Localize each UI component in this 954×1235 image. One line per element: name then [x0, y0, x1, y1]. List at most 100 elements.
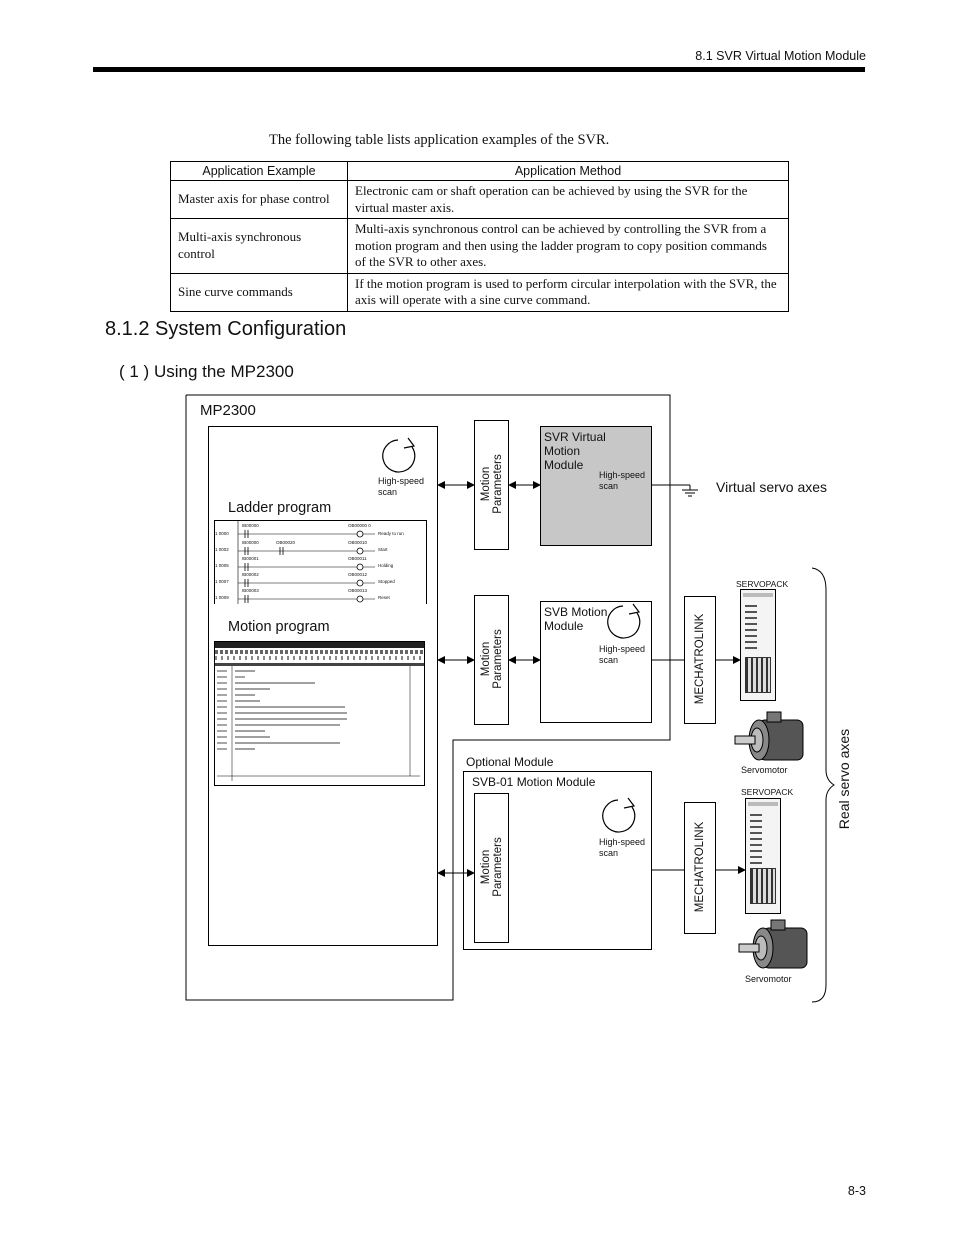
servopack-terminals — [745, 657, 771, 693]
ladder-coil: OB00011 — [348, 556, 367, 561]
ladder-coil: OB00012 — [348, 572, 368, 577]
svb-module-label: SVB Motion Module — [544, 605, 607, 633]
mp2300-label: MP2300 — [200, 402, 256, 419]
ladder-step: 1 0007 — [215, 579, 229, 584]
servopack-terminals — [750, 868, 776, 904]
section-title: 8.1.2 System Configuration — [105, 318, 347, 340]
servopack-label: SERVOPACK — [741, 787, 794, 797]
table-cell-example: Multi-axis synchronous control — [170, 218, 348, 274]
scan-cycle-icon — [602, 797, 636, 833]
svb-motion-module — [540, 601, 652, 723]
servomotor-image — [738, 919, 808, 969]
ladder-contact: IB00001 — [242, 556, 259, 561]
scan-label-line: scan — [599, 848, 619, 858]
ladder-contact: OB00020 — [276, 540, 296, 545]
label-line: Motion — [480, 641, 492, 677]
label-line: Parameters — [492, 629, 504, 689]
servopack-unit — [740, 589, 776, 701]
subsection-title: ( 1 ) Using the MP2300 — [119, 362, 294, 381]
label-line: SVR Virtual — [544, 430, 606, 444]
motion-program-screenshot — [214, 641, 425, 786]
header-rule — [93, 67, 865, 72]
servopack-nameplate — [743, 593, 773, 597]
servopack-unit — [745, 798, 781, 914]
screenshot-toolbar — [215, 656, 424, 660]
ladder-step: 1 0005 — [215, 563, 229, 568]
mechatrolink-box — [684, 802, 716, 934]
table-row: Multi-axis synchronous control Multi-axi… — [170, 218, 789, 274]
optional-module-label: Optional Module — [466, 755, 554, 769]
motion-parameters-box-svb — [474, 595, 509, 725]
label-line: Motion — [480, 466, 492, 502]
program-listing — [217, 666, 420, 781]
servopack-indicators — [745, 605, 757, 653]
ladder-contact: IB00002 — [242, 572, 259, 577]
motion-program-label: Motion program — [228, 619, 330, 635]
ladder-comment: Stopped — [378, 579, 395, 584]
ladder-comment: Ready to run — [378, 531, 404, 536]
table-cell-method: Electronic cam or shaft operation can be… — [347, 180, 789, 219]
ladder-diagram — [237, 521, 375, 604]
servopack-label: SERVOPACK — [736, 579, 789, 589]
servomotor-label: Servomotor — [741, 765, 788, 775]
ladder-step: 1 0000 — [215, 531, 229, 536]
ladder-step: 1 0009 — [215, 595, 229, 600]
high-speed-scan-label: High-speed scan — [599, 470, 645, 492]
servomotor-image — [734, 711, 804, 761]
scan-label-line: High-speed — [378, 476, 425, 486]
svr-virtual-motion-module — [540, 426, 652, 546]
label-line: Motion — [480, 849, 492, 885]
ladder-coil: OB00010 — [348, 540, 368, 545]
table-header-cell: Application Method — [347, 161, 789, 181]
high-speed-scan-label: High-speed scan — [599, 837, 645, 859]
scan-label-line: High-speed — [599, 644, 646, 654]
ladder-comment: Reset — [378, 595, 390, 600]
svb01-motion-module — [463, 771, 652, 950]
motion-parameters-label: Motion Parameters — [480, 802, 504, 932]
table-row: Master axis for phase control Electronic… — [170, 180, 789, 219]
application-table: Application Example Application Method M… — [170, 161, 789, 312]
high-speed-scan-label: High-speed scan — [378, 476, 424, 498]
page-number: 8-3 — [847, 1184, 866, 1198]
real-servo-axes-label: Real servo axes — [836, 728, 852, 830]
ladder-contact: IB00000 — [242, 523, 259, 528]
high-speed-scan-label: High-speed scan — [599, 644, 645, 666]
ladder-step: 1 0002 — [215, 547, 229, 552]
table-cell-example: Sine curve commands — [170, 272, 348, 312]
ladder-program-label: Ladder program — [228, 500, 332, 516]
real-axes-brace — [811, 567, 835, 1003]
scan-cycle-icon — [382, 437, 416, 473]
ladder-comment: Holding — [378, 563, 394, 568]
program-container — [208, 426, 438, 946]
mechatrolink-label: MECHATROLINK — [694, 613, 706, 705]
motion-parameters-label: Motion Parameters — [480, 594, 504, 724]
scan-label-line: High-speed — [599, 470, 646, 480]
motion-parameters-label: Motion Parameters — [480, 419, 504, 549]
table-header-row: Application Example Application Method — [170, 161, 789, 181]
label-line: Module — [544, 619, 584, 633]
table-cell-method: If the motion program is used to perform… — [347, 272, 789, 312]
scan-label-line: scan — [599, 481, 619, 491]
scan-label-line: scan — [378, 487, 398, 497]
table-cell-method: Multi-axis synchronous control can be ac… — [347, 218, 789, 274]
running-header: 8.1 SVR Virtual Motion Module — [695, 49, 866, 63]
svb01-module-label: SVB-01 Motion Module — [472, 775, 596, 789]
label-line: Parameters — [492, 454, 504, 514]
ladder-program-panel — [214, 520, 427, 604]
label-line: Motion — [544, 444, 581, 458]
label-line: Module — [544, 458, 584, 472]
servomotor-label: Servomotor — [745, 974, 792, 984]
scan-cycle-icon — [607, 603, 641, 639]
ladder-coil: OB00000 0 — [348, 523, 371, 528]
ladder-coil: OB00013 — [348, 588, 368, 593]
screenshot-toolbar — [215, 650, 424, 654]
ladder-contact: IB00003 — [242, 588, 259, 593]
svr-module-label: SVR Virtual Motion Module — [544, 430, 606, 472]
motion-parameters-box-svr — [474, 420, 509, 550]
intro-text: The following table lists application ex… — [269, 132, 610, 148]
servopack-indicators — [750, 814, 762, 864]
ladder-comment: Start — [378, 547, 388, 552]
table-row: Sine curve commands If the motion progra… — [170, 272, 789, 312]
scan-label-line: scan — [599, 655, 619, 665]
